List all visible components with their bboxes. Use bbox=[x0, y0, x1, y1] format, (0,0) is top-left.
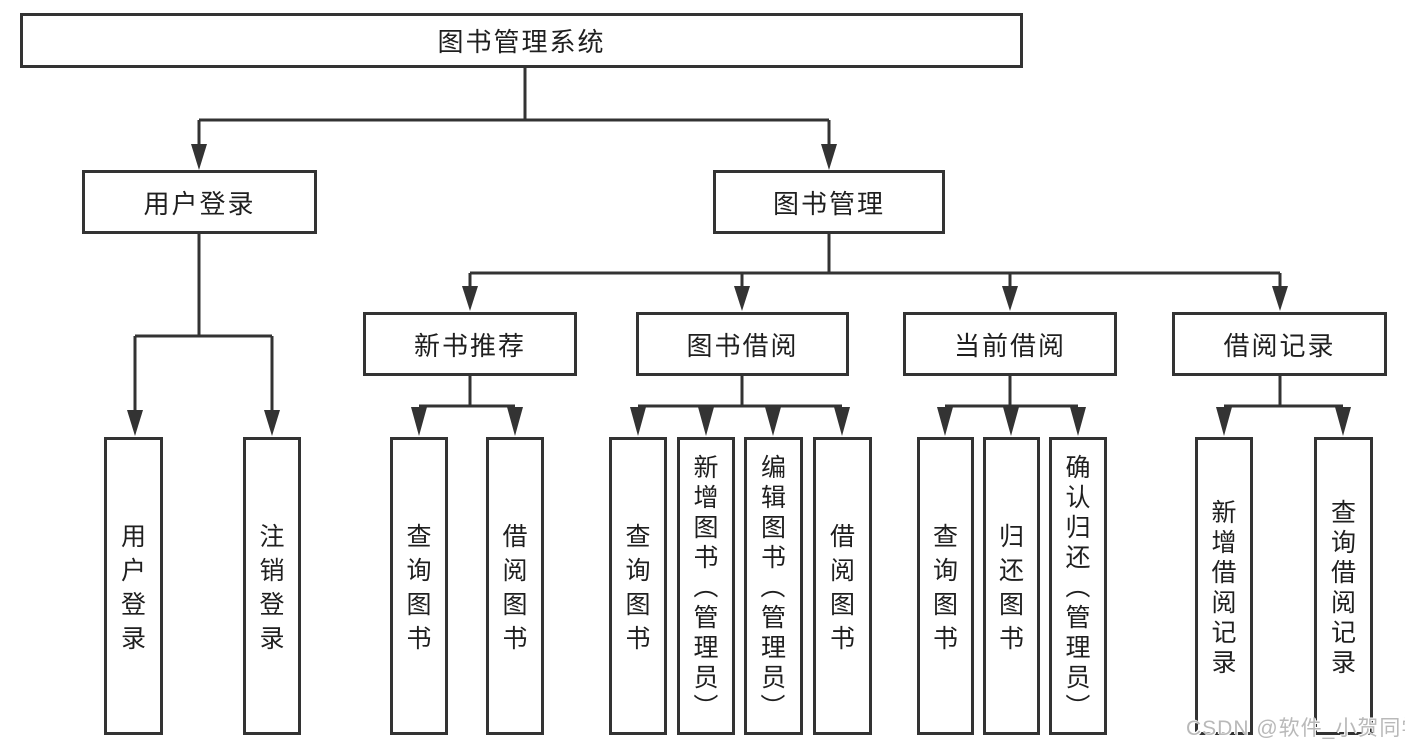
node-leaf-edit-book-admin: 编辑图书（管理员） bbox=[744, 437, 803, 735]
node-leaf-borrow-book-2-label: 借阅图书 bbox=[829, 523, 855, 653]
node-leaf-query-book-1-label: 查询图书 bbox=[406, 523, 432, 653]
node-leaf-add-borrow-record: 新增借阅记录 bbox=[1195, 437, 1253, 735]
node-leaf-user-login: 用户登录 bbox=[104, 437, 163, 735]
node-leaf-logout: 注销登录 bbox=[243, 437, 301, 735]
node-leaf-add-book-admin-label: 新增图书（管理员） bbox=[690, 454, 719, 719]
node-leaf-borrow-book-1: 借阅图书 bbox=[486, 437, 544, 735]
node-leaf-query-book-3: 查询图书 bbox=[917, 437, 974, 735]
node-leaf-query-book-2-label: 查询图书 bbox=[625, 523, 651, 653]
node-book-management-label: 图书管理 bbox=[772, 188, 885, 219]
node-leaf-return-book-label: 归还图书 bbox=[998, 523, 1024, 653]
node-leaf-confirm-return-admin: 确认归还（管理员） bbox=[1049, 437, 1107, 735]
node-library-system: 图书管理系统 bbox=[20, 13, 1023, 68]
node-user-login: 用户登录 bbox=[82, 170, 317, 234]
node-leaf-query-borrow-record: 查询借阅记录 bbox=[1314, 437, 1373, 735]
node-leaf-borrow-book-2: 借阅图书 bbox=[813, 437, 872, 735]
node-leaf-logout-label: 注销登录 bbox=[259, 523, 285, 653]
node-leaf-query-book-2: 查询图书 bbox=[609, 437, 667, 735]
node-library-system-label: 图书管理系统 bbox=[437, 27, 606, 57]
node-book-management: 图书管理 bbox=[713, 170, 945, 234]
node-leaf-edit-book-admin-label: 编辑图书（管理员） bbox=[757, 454, 787, 719]
node-leaf-query-book-1: 查询图书 bbox=[390, 437, 448, 735]
node-borrow-records-label: 借阅记录 bbox=[1223, 330, 1336, 361]
node-new-book-recommend: 新书推荐 bbox=[363, 312, 577, 376]
node-leaf-user-login-label: 用户登录 bbox=[120, 523, 146, 653]
node-leaf-borrow-book-1-label: 借阅图书 bbox=[502, 523, 528, 653]
node-leaf-add-book-admin: 新增图书（管理员） bbox=[677, 437, 735, 735]
node-book-borrowing-label: 图书借阅 bbox=[686, 330, 799, 361]
node-borrow-records: 借阅记录 bbox=[1172, 312, 1387, 376]
node-leaf-add-borrow-record-label: 新增借阅记录 bbox=[1211, 499, 1237, 677]
node-user-login-label: 用户登录 bbox=[143, 188, 256, 219]
node-book-borrowing: 图书借阅 bbox=[636, 312, 849, 376]
csdn-watermark: CSDN @软件_小贺同学 bbox=[1186, 717, 1405, 740]
node-current-borrowing-label: 当前借阅 bbox=[953, 330, 1066, 361]
node-leaf-query-borrow-record-label: 查询借阅记录 bbox=[1330, 499, 1356, 677]
node-current-borrowing: 当前借阅 bbox=[903, 312, 1117, 376]
node-new-book-recommend-label: 新书推荐 bbox=[413, 330, 526, 361]
node-leaf-confirm-return-admin-label: 确认归还（管理员） bbox=[1062, 454, 1091, 719]
node-leaf-query-book-3-label: 查询图书 bbox=[932, 523, 958, 653]
node-leaf-return-book: 归还图书 bbox=[983, 437, 1040, 735]
